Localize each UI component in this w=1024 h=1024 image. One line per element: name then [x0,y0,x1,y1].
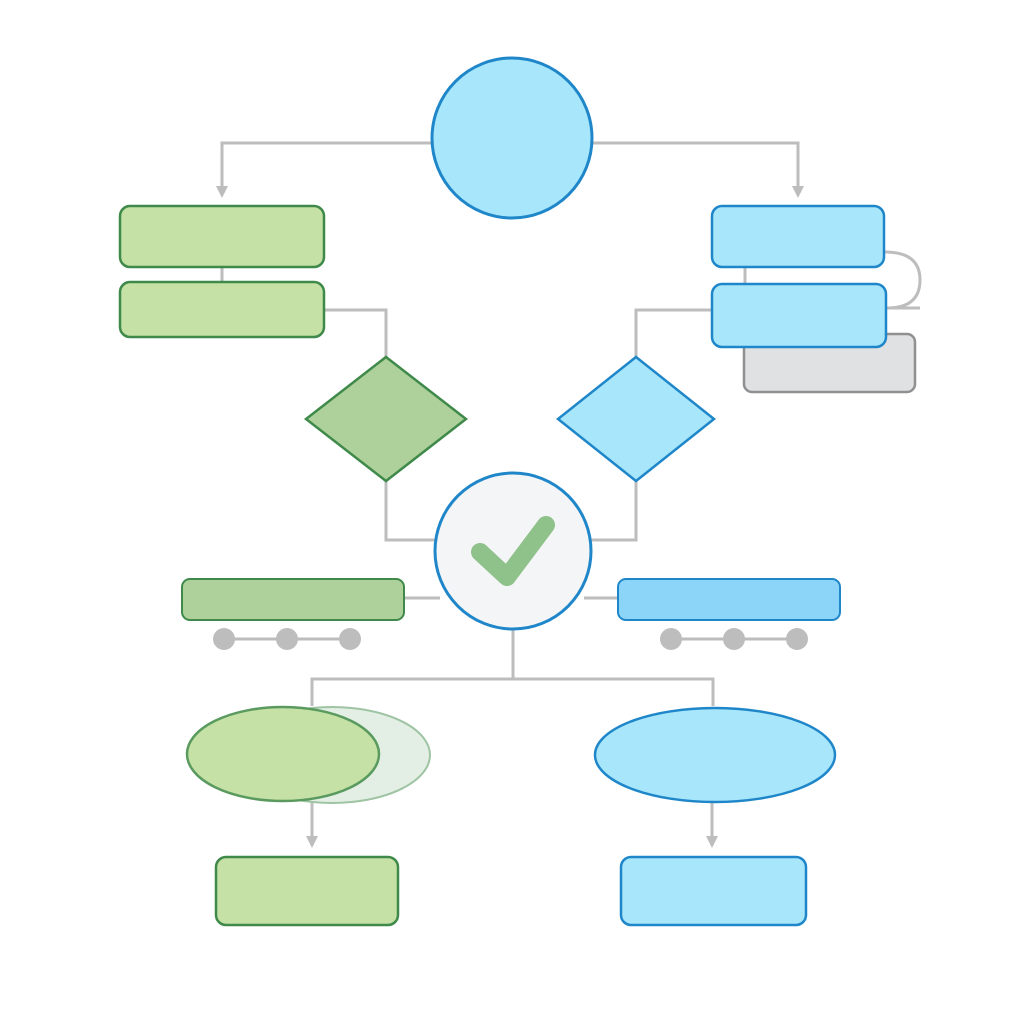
right-ellipse [593,706,837,804]
dot [213,628,235,650]
check-icon [471,516,555,586]
right-decision-diamond [555,355,717,483]
connector-left-decision-to-check [384,480,436,542]
left-bar [181,578,405,621]
connector-start-to-left [216,141,432,198]
left-end-box [214,855,400,927]
left-decision-diamond [303,355,469,483]
connector-check-to-branches [310,628,715,706]
connector-start-to-right [592,141,804,198]
dot [723,628,745,650]
connector-right-loop [884,250,922,310]
dot [339,628,361,650]
left-ellipse [185,705,381,803]
left-box-top [118,204,326,269]
left-dot-row [213,628,361,650]
right-box-top [710,204,886,269]
dot [276,628,298,650]
start-circle [430,56,594,220]
dot [660,628,682,650]
right-box-middle [710,282,888,349]
connectors [216,141,922,848]
right-end-box [619,855,808,927]
left-box-bottom [118,280,326,339]
dot [786,628,808,650]
connector-right-decision-to-check [590,480,638,542]
right-bar [617,578,841,621]
connector-right-box-to-decision [634,308,712,358]
right-dot-row [660,628,808,650]
check-node [433,471,593,631]
connector-left-box-to-decision [324,308,388,358]
